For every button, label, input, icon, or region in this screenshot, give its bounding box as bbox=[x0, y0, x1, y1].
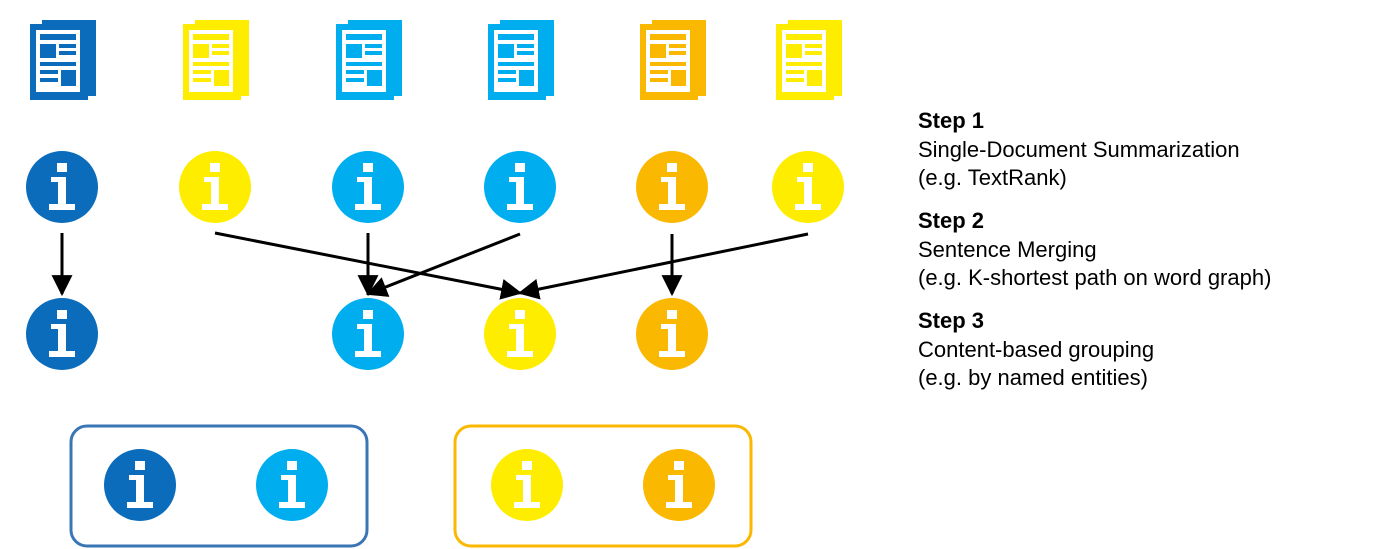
newspaper-icon bbox=[488, 20, 554, 100]
info-icon bbox=[332, 151, 404, 223]
group-frame bbox=[453, 424, 753, 548]
step-1-example: (e.g. TextRank) bbox=[918, 165, 1067, 190]
info-icon bbox=[636, 298, 708, 370]
newspaper-icon bbox=[640, 20, 706, 100]
info-icon bbox=[484, 151, 556, 223]
newspaper-icon bbox=[336, 20, 402, 100]
pipeline-diagram bbox=[26, 20, 844, 548]
step-3-description: Content-based grouping bbox=[918, 337, 1155, 362]
merge-arrows bbox=[51, 231, 809, 300]
newspaper-icon bbox=[776, 20, 842, 100]
info-icon bbox=[636, 151, 708, 223]
step-1: Step 1 Single-Document Summarization (e.… bbox=[918, 106, 1388, 192]
merge-arrow bbox=[366, 232, 521, 297]
info-icon bbox=[26, 298, 98, 370]
step-3-example: (e.g. by named entities) bbox=[918, 365, 1148, 390]
step-3-title: Step 3 bbox=[918, 308, 985, 333]
group-frame bbox=[69, 424, 369, 548]
summaries-row bbox=[26, 151, 844, 223]
content-group bbox=[69, 424, 369, 548]
groups-row bbox=[69, 424, 753, 548]
step-2: Step 2 Sentence Merging (e.g. K-shortest… bbox=[918, 206, 1388, 292]
step-1-description: Single-Document Summarization bbox=[918, 137, 1240, 162]
newspaper-icon bbox=[183, 20, 249, 100]
info-icon bbox=[179, 151, 251, 223]
newspaper-icon bbox=[30, 20, 96, 100]
step-1-title: Step 1 bbox=[918, 108, 985, 133]
info-icon bbox=[332, 298, 404, 370]
info-icon bbox=[256, 449, 328, 521]
step-2-example: (e.g. K-shortest path on word graph) bbox=[918, 265, 1272, 290]
info-icon bbox=[772, 151, 844, 223]
merged-row bbox=[26, 298, 708, 370]
steps-panel: Step 1 Single-Document Summarization (e.… bbox=[918, 106, 1388, 406]
step-3: Step 3 Content-based grouping (e.g. by n… bbox=[918, 306, 1388, 392]
step-2-title: Step 2 bbox=[918, 208, 985, 233]
info-icon bbox=[26, 151, 98, 223]
info-icon bbox=[484, 298, 556, 370]
content-group bbox=[453, 424, 753, 548]
info-icon bbox=[104, 449, 176, 521]
merge-arrow bbox=[517, 232, 809, 300]
step-2-description: Sentence Merging bbox=[918, 237, 1097, 262]
info-icon bbox=[491, 449, 563, 521]
info-icon bbox=[643, 449, 715, 521]
documents-row bbox=[30, 20, 842, 100]
